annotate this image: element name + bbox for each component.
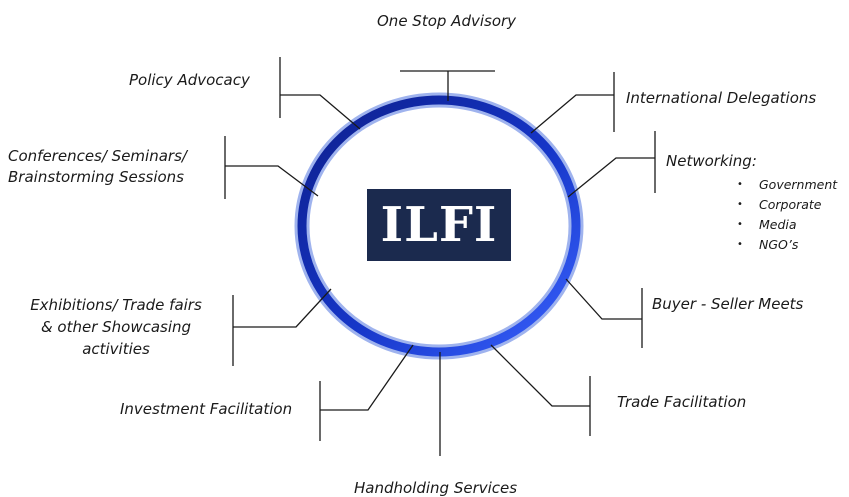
bullet-icon: •	[737, 239, 743, 250]
connector-policy	[280, 94, 361, 130]
label-exhibitions-line-1: Exhibitions/ Trade fairs	[30, 296, 202, 314]
label-investment-facilitation: Investment Facilitation	[120, 400, 293, 418]
connector-buyer	[565, 278, 642, 320]
label-conferences-line-1: Conferences/ Seminars/	[8, 147, 187, 165]
label-international-delegations: International Delegations	[626, 89, 817, 107]
bullet-icon: •	[737, 179, 743, 190]
label-one-stop-advisory: One Stop Advisory	[377, 12, 517, 30]
networking-item-ngos: NGO’s	[759, 237, 799, 252]
connector-conferences	[225, 165, 319, 197]
label-policy-advocacy: Policy Advocacy	[129, 71, 250, 89]
networking-item-media: Media	[759, 217, 797, 232]
label-buyer-seller-meets: Buyer - Seller Meets	[652, 295, 804, 313]
networking-item-government: Government	[759, 177, 838, 192]
ilfi-logo-text: ILFI	[380, 197, 498, 253]
ilfi-logo: ILFI	[367, 189, 511, 261]
bullet-icon: •	[737, 199, 743, 210]
bullet-icon: •	[737, 219, 743, 230]
label-conferences: Conferences/ Seminars/ Brainstorming Ses…	[8, 147, 187, 186]
label-exhibitions-line-2: & other Showcasing	[40, 318, 192, 336]
connector-intl	[530, 94, 614, 134]
label-exhibitions: Exhibitions/ Trade fairs & other Showcas…	[22, 296, 210, 358]
connector-investment	[320, 344, 414, 411]
label-handholding-services: Handholding Services	[354, 479, 518, 497]
connector-networking	[567, 157, 655, 198]
label-exhibitions-line-3: activities	[82, 340, 150, 358]
connector-exhibitions	[233, 288, 332, 328]
label-trade-facilitation: Trade Facilitation	[617, 393, 747, 411]
label-networking: Networking:	[666, 152, 757, 170]
networking-item-corporate: Corporate	[759, 197, 822, 212]
label-conferences-line-2: Brainstorming Sessions	[8, 168, 184, 186]
connector-trade	[490, 344, 590, 407]
center-ring	[297, 95, 581, 357]
